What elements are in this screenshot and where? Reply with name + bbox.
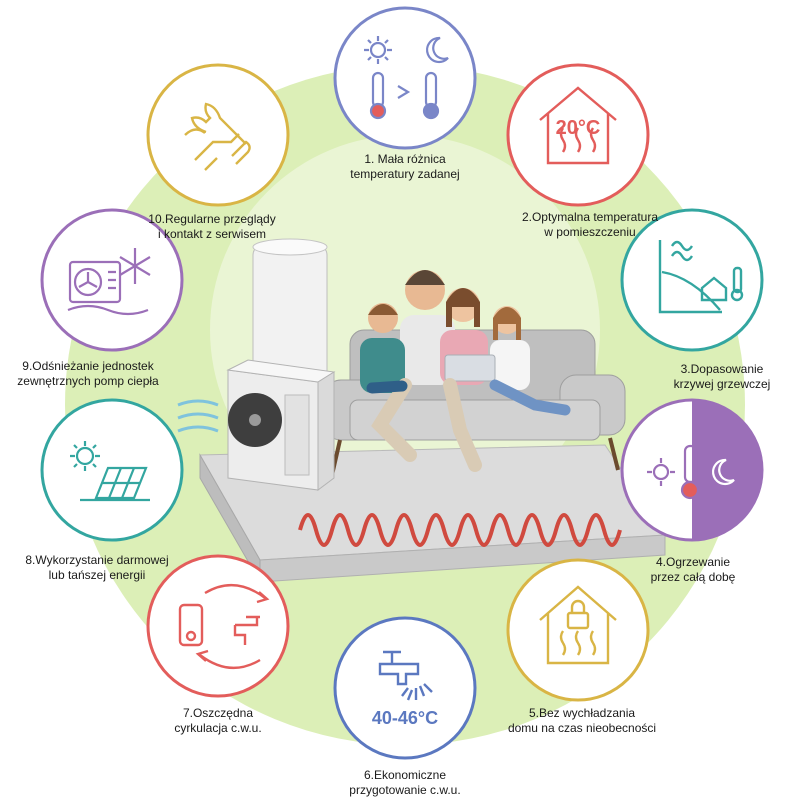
underfloor-heating-pipe (298, 513, 622, 547)
outdoor-heat-pump-unit (177, 359, 336, 491)
solar-panel-icon (70, 441, 150, 502)
feature-circle-2: 20°C (506, 63, 650, 207)
feature-circle-7 (146, 554, 290, 698)
feature-circle-9 (40, 208, 184, 352)
airflow-lines (177, 399, 219, 433)
temperature-label-40-46c: 40-46°C (372, 708, 438, 728)
temperature-label-20c: 20°C (556, 117, 601, 139)
feature-circle-4 (620, 398, 764, 542)
night-half-fill (692, 400, 762, 540)
wrench-hand-icon (184, 102, 251, 171)
locked-house-icon (539, 585, 617, 665)
feature-circle-5 (506, 558, 650, 702)
feature-circle-6: 40-46°C (333, 616, 477, 760)
caption-4: 4.Ogrzewanie przez całą dobę (650, 555, 736, 584)
caption-5: 5.Bez wychładzania domu na czas nieobecn… (507, 706, 657, 735)
caption-8: 8.Wykorzystanie darmowej lub tańszej ene… (25, 553, 169, 582)
day-night-icon (647, 444, 735, 500)
feature-circle-8 (40, 398, 184, 542)
feature-circle-3 (620, 208, 764, 352)
defrost-unit-icon (67, 248, 151, 316)
family (360, 270, 571, 472)
caption-2: 2.Optymalna temperatura w pomieszczeniu (521, 210, 659, 239)
house-heat-icon (539, 86, 617, 165)
faucet-icon (378, 650, 433, 701)
feature-circle-1 (333, 6, 477, 150)
caption-9: 9.Odśnieżanie jednostek zewnętrznych pom… (17, 359, 159, 388)
caption-1: 1. Mała różnica temperatury zadanej (350, 152, 460, 181)
heating-curve-icon (658, 240, 744, 314)
caption-10: 10.Regularne przeglądy i kontakt z serwi… (148, 212, 276, 241)
feature-circle-10 (146, 63, 290, 207)
sun-moon-thermometer-icon (364, 36, 449, 120)
caption-6: 6.Ekonomiczne przygotowanie c.w.u. (349, 768, 461, 797)
circulation-icon (178, 583, 270, 670)
caption-3: 3.Dopasowanie krzywej grzewczej (673, 362, 771, 391)
caption-7: 7.Oszczędna cyrkulacja c.w.u. (174, 706, 262, 735)
